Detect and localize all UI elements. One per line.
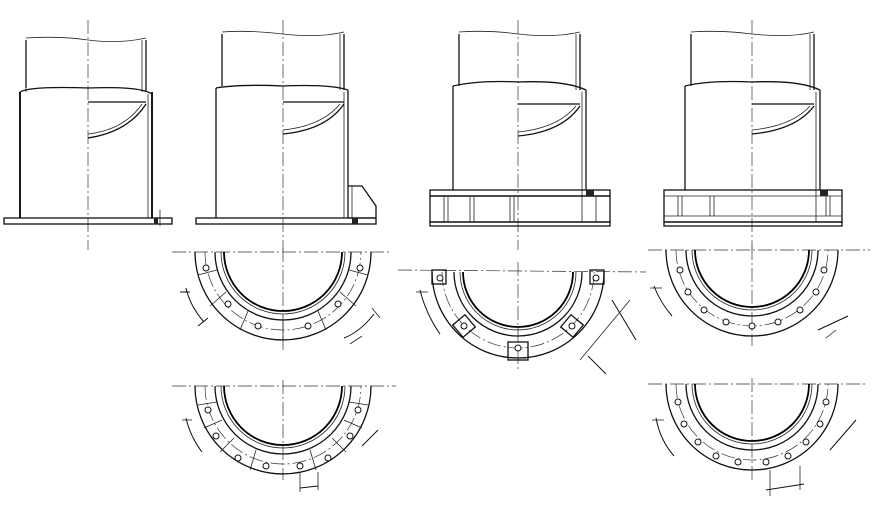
plan-d-lower bbox=[648, 378, 868, 496]
plan-d-upper bbox=[648, 246, 870, 346]
plan-b-upper bbox=[172, 248, 392, 352]
plan-c-upper bbox=[397, 262, 647, 375]
elevation-d bbox=[663, 20, 843, 250]
plan-b-lower bbox=[172, 380, 396, 492]
elevation-b bbox=[195, 20, 377, 250]
elevation-a bbox=[3, 20, 173, 250]
elevation-c bbox=[429, 20, 611, 250]
